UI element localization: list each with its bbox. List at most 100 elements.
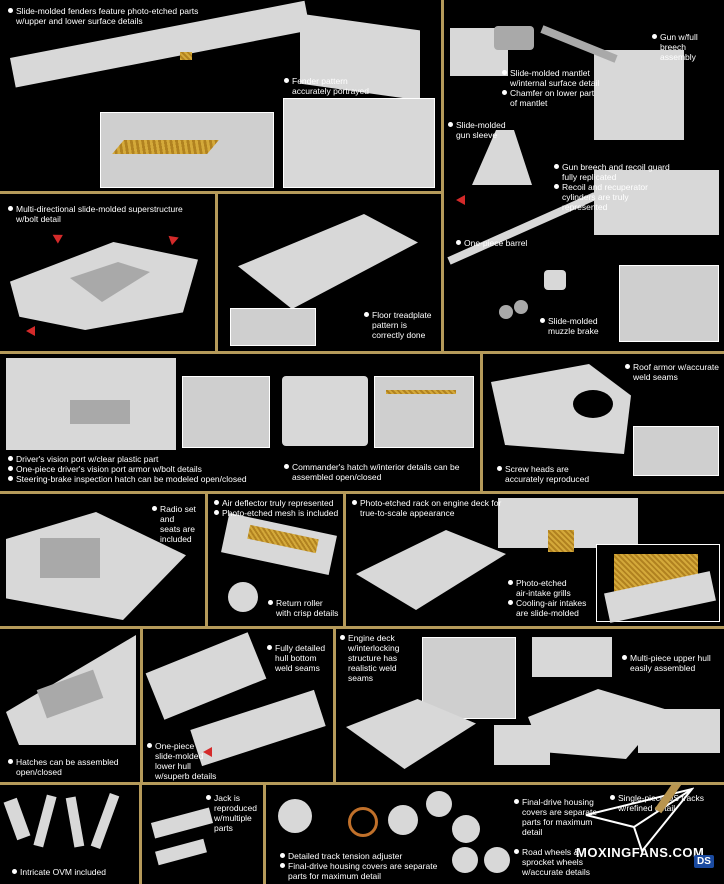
- floor-inset: [230, 308, 316, 346]
- frame-line: [0, 782, 724, 785]
- panel-radio: Radio set and seats are included: [0, 494, 205, 626]
- caption-rack: Photo-etched rack on engine deck for tru…: [352, 498, 501, 518]
- arrow-icon: [50, 230, 63, 244]
- panel-lower-hull: Fully detailed hull bottom weld seams On…: [143, 629, 333, 782]
- radio-set: [40, 538, 100, 578]
- caption-gun-full: Gun w/full breech assembly: [652, 32, 698, 62]
- engine-deck-part: [356, 530, 506, 610]
- frame-line: [333, 629, 336, 782]
- commander-hatch-inset: [374, 376, 474, 448]
- caption-lower-hull: One-piece slide-molded lower hull w/supe…: [147, 741, 216, 781]
- fender-pattern-inset: [283, 98, 435, 188]
- ovm-part: [65, 796, 85, 848]
- jack-part: [150, 807, 214, 839]
- frame-line: [0, 351, 724, 354]
- frame-line: [0, 626, 724, 629]
- caption-floor: Floor treadplate pattern is correctly do…: [364, 310, 432, 340]
- frame-line: [0, 491, 724, 494]
- caption-deflector: Air deflector truly represented Photo-et…: [214, 498, 338, 518]
- hull-bottom-part: [145, 632, 267, 720]
- wheel-part: [484, 847, 510, 873]
- caption-fenders: Slide-molded fenders feature photo-etche…: [8, 6, 198, 26]
- panel-jack: Jack is reproduced w/multiple parts: [142, 785, 263, 884]
- panel-upper-hull: Engine deck w/interlocking structure has…: [336, 629, 724, 782]
- panel-running-gear: Detailed track tension adjuster Final-dr…: [266, 785, 724, 884]
- frame-line: [215, 194, 218, 351]
- roof-hatch-opening: [573, 390, 613, 418]
- ring-part: [348, 807, 378, 837]
- frame-line: [0, 191, 724, 194]
- weld-seam-inset: [422, 637, 516, 719]
- gun-barrel-short: [540, 25, 618, 63]
- frame-line: [205, 494, 208, 626]
- upper-hull-side: [494, 725, 550, 765]
- caption-gun-sleeve: Slide-molded gun sleeve: [448, 120, 506, 140]
- upper-hull-top: [532, 637, 612, 677]
- ring-part: [499, 305, 513, 319]
- breech-inset: [619, 265, 719, 342]
- wheel-part: [278, 799, 312, 833]
- panel-fenders: Slide-molded fenders feature photo-etche…: [0, 0, 441, 191]
- caption-barrel: One-piece barrel: [456, 238, 527, 248]
- caption-fender-pattern: Fender pattern accurately portrayed: [284, 76, 369, 96]
- grill-mesh: [548, 530, 574, 552]
- panel-ovm: Intricate OVM included: [0, 785, 139, 884]
- caption-muzzle: Slide-molded muzzle brake: [540, 316, 599, 336]
- panel-superstructure: Multi-directional slide-molded superstru…: [0, 194, 215, 351]
- panel-hatches: Hatches can be assembled open/closed: [0, 629, 140, 782]
- caption-commander: Commander's hatch w/interior details can…: [284, 462, 459, 482]
- ovm-part: [90, 792, 120, 850]
- caption-jack: Jack is reproduced w/multiple parts: [206, 793, 257, 833]
- arrow-icon: [456, 195, 465, 205]
- caption-ovm: Intricate OVM included: [12, 867, 106, 877]
- floor-part: [238, 214, 418, 309]
- jack-part: [155, 838, 207, 866]
- caption-grills: Photo-etched air-intake grills Cooling-a…: [508, 578, 586, 618]
- frame-line: [263, 785, 266, 884]
- weld-inset: [633, 426, 719, 476]
- recoil-part: [594, 170, 719, 235]
- arrow-icon: [168, 232, 181, 246]
- panel-engine-rack: Photo-etched rack on engine deck for tru…: [346, 494, 724, 626]
- caption-engine-deck: Engine deck w/interlocking structure has…: [340, 633, 400, 683]
- caption-hatches: Hatches can be assembled open/closed: [8, 757, 119, 777]
- frame-line: [441, 0, 444, 351]
- panel-driver: Driver's vision port w/clear plastic par…: [0, 354, 480, 491]
- caption-screw: Screw heads are accurately reproduced: [497, 464, 589, 484]
- gun-breech-part: [594, 50, 684, 140]
- watermark: MOXINGFANS.COM: [576, 845, 705, 860]
- caption-radio: Radio set and seats are included: [152, 504, 196, 544]
- caption-track-adjuster: Detailed track tension adjuster Final-dr…: [280, 851, 437, 881]
- frame-line: [139, 785, 142, 884]
- ring-part: [514, 300, 528, 314]
- fender-mesh: [180, 52, 192, 60]
- caption-mantlet: Slide-molded mantlet w/internal surface …: [502, 68, 599, 108]
- arrow-icon: [26, 326, 35, 336]
- panel-roof: Roof armor w/accurate weld seams Screw h…: [483, 354, 724, 491]
- caption-superstructure: Multi-directional slide-molded superstru…: [8, 204, 183, 224]
- ds-badge: DS: [694, 855, 714, 868]
- frame-line: [140, 629, 143, 782]
- caption-hull-weld: Fully detailed hull bottom weld seams: [267, 643, 325, 673]
- mantlet-sleeve: [494, 26, 534, 50]
- return-roller-part: [228, 582, 258, 612]
- caption-driver: Driver's vision port w/clear plastic par…: [8, 454, 247, 484]
- caption-roller: Return roller with crisp details: [268, 598, 338, 618]
- panel-gun: Gun w/full breech assembly Slide-molded …: [444, 0, 724, 351]
- muzzle-part: [544, 270, 566, 290]
- sprocket-part: [426, 791, 452, 817]
- ovm-part: [33, 794, 57, 848]
- frame-line: [343, 494, 346, 626]
- sprocket-part: [452, 815, 480, 843]
- wheel-part: [388, 805, 418, 835]
- caption-upper-hull: Multi-piece upper hull easily assembled: [622, 653, 711, 673]
- caption-roof: Roof armor w/accurate weld seams: [625, 362, 719, 382]
- frame-line: [480, 354, 483, 491]
- driver-hatch: [70, 400, 130, 424]
- arrow-icon: [203, 747, 212, 757]
- caption-breech: Gun breech and recoil guard fully replic…: [554, 162, 670, 212]
- vision-port-inset: [182, 376, 270, 448]
- caption-sprocket: Road wheels & sprocket wheels w/accurate…: [514, 847, 590, 877]
- upper-hull-plate: [638, 709, 720, 753]
- fender-mesh: [112, 140, 219, 154]
